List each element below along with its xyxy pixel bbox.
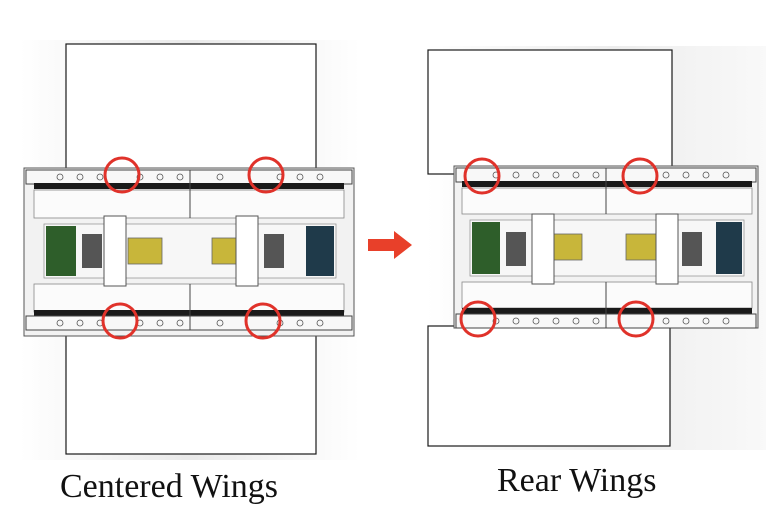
- highlight-circle: [247, 156, 285, 194]
- rear-wings-panel: [426, 46, 766, 450]
- bottom-wing: [427, 325, 671, 447]
- pcb-board: [306, 226, 334, 276]
- pcb-board: [46, 226, 76, 276]
- highlight-circle: [244, 302, 282, 340]
- motor: [625, 233, 659, 261]
- highlight-circle: [621, 157, 659, 195]
- rear-wings-caption: Rear Wings: [497, 462, 657, 499]
- highlight-circle: [103, 156, 141, 194]
- chassis: [453, 165, 759, 329]
- pcb-board: [472, 222, 500, 274]
- rear-wings-drawing: [426, 46, 766, 450]
- highlight-circles: [459, 157, 659, 338]
- centered-wings-drawing: [20, 40, 360, 460]
- highlight-circle: [463, 157, 501, 195]
- top-wing: [427, 49, 673, 175]
- right-arrow-icon: [368, 231, 412, 259]
- highlight-circle: [101, 302, 139, 340]
- motor: [549, 233, 583, 261]
- highlight-circles: [101, 156, 285, 340]
- chassis: [23, 167, 355, 337]
- motor: [127, 237, 163, 265]
- bottom-wing: [65, 325, 317, 455]
- pcb-board: [716, 222, 742, 274]
- highlight-circle: [617, 300, 655, 338]
- centered-wings-panel: [20, 40, 360, 460]
- centered-wings-caption: Centered Wings: [60, 468, 279, 505]
- top-wing: [65, 43, 317, 175]
- highlight-circle: [459, 300, 497, 338]
